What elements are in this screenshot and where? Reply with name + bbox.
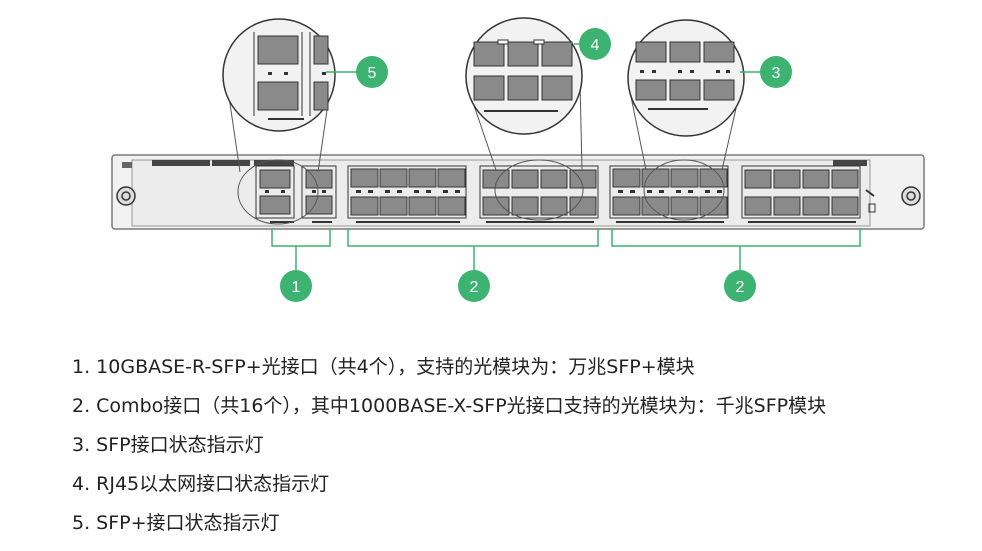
legend-item-1: 1. 10GBASE-R-SFP+光接口（共4个），支持的光模块为：万兆SFP+… bbox=[72, 356, 695, 378]
zoom-ring-sfp-plus bbox=[237, 159, 319, 225]
zoom-ring-sfp bbox=[643, 159, 725, 221]
svg-text:3: 3 bbox=[772, 65, 781, 82]
svg-text:1: 1 bbox=[292, 279, 301, 296]
legend-item-4: 4. RJ45以太网接口状态指示灯 bbox=[72, 473, 330, 495]
callout-1: 1 bbox=[280, 270, 312, 302]
rj45-port-group-2 bbox=[741, 165, 861, 219]
legend-item-5: 5. SFP+接口状态指示灯 bbox=[72, 512, 280, 534]
led-indicator-rows bbox=[265, 190, 856, 223]
callout-2b: 2 bbox=[724, 270, 756, 302]
ground-icon bbox=[865, 189, 876, 213]
legend-list: 1. 10GBASE-R-SFP+光接口（共4个），支持的光模块为：万兆SFP+… bbox=[72, 354, 826, 549]
right-screw-icon bbox=[901, 186, 921, 206]
legend-item-2: 2. Combo接口（共16个），其中1000BASE-X-SFP光接口支持的光… bbox=[72, 395, 827, 417]
callout-5: 5 bbox=[356, 56, 388, 88]
callout-3: 3 bbox=[760, 56, 792, 88]
sfp-port-group-2 bbox=[609, 165, 729, 219]
line-card-diagram: 1 2 2 3 4 5 bbox=[111, 17, 925, 302]
legend-item-3: 3. SFP接口状态指示灯 bbox=[72, 434, 264, 456]
svg-text:4: 4 bbox=[591, 37, 600, 54]
sfp-plus-port-group bbox=[255, 165, 337, 219]
sfp-port-group-1 bbox=[347, 165, 467, 219]
magnifier-sfp-plus bbox=[222, 18, 336, 132]
callout-brackets bbox=[271, 43, 861, 270]
svg-text:2: 2 bbox=[736, 279, 745, 296]
svg-text:2: 2 bbox=[470, 279, 479, 296]
magnifier-sfp bbox=[627, 19, 745, 137]
left-screw-icon bbox=[116, 186, 136, 206]
callout-2a: 2 bbox=[458, 270, 490, 302]
magnifier-rj45 bbox=[465, 17, 583, 135]
zoom-ring-rj45 bbox=[494, 159, 584, 221]
svg-text:5: 5 bbox=[368, 65, 377, 82]
callout-4: 4 bbox=[579, 28, 611, 60]
